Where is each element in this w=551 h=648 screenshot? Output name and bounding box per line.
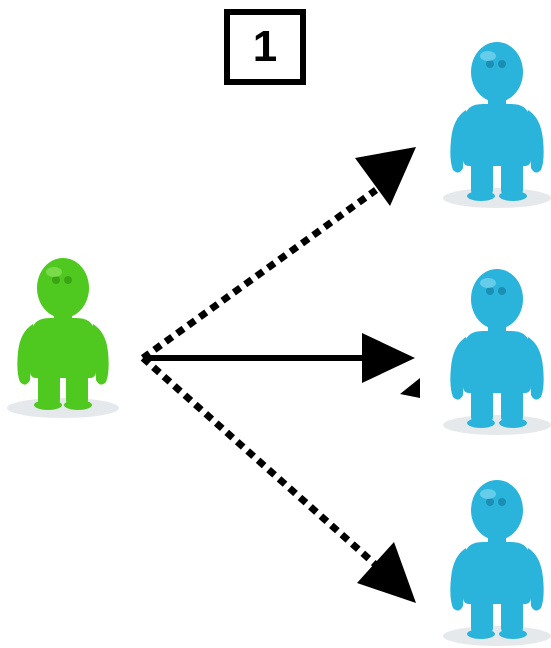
target-person-1	[443, 36, 551, 208]
dotted-arrow-top-head	[355, 147, 416, 206]
person-figure-icon	[443, 269, 551, 435]
person-figure-icon	[7, 258, 119, 418]
target-person-2	[443, 263, 551, 435]
dotted-arrow-bottom-head	[357, 542, 416, 603]
solid-arrow-head	[362, 333, 415, 383]
person-figure-icon	[443, 480, 551, 646]
dotted-arrow-bottom-line	[140, 355, 379, 568]
source-person	[6, 252, 120, 418]
step-number: 1	[252, 22, 278, 71]
arrow-head-fragment	[400, 378, 420, 398]
target-person-3	[443, 474, 551, 646]
dotted-arrow-top-line	[140, 187, 379, 361]
person-figure-icon	[443, 42, 551, 208]
step-number-box: 1	[224, 9, 306, 85]
